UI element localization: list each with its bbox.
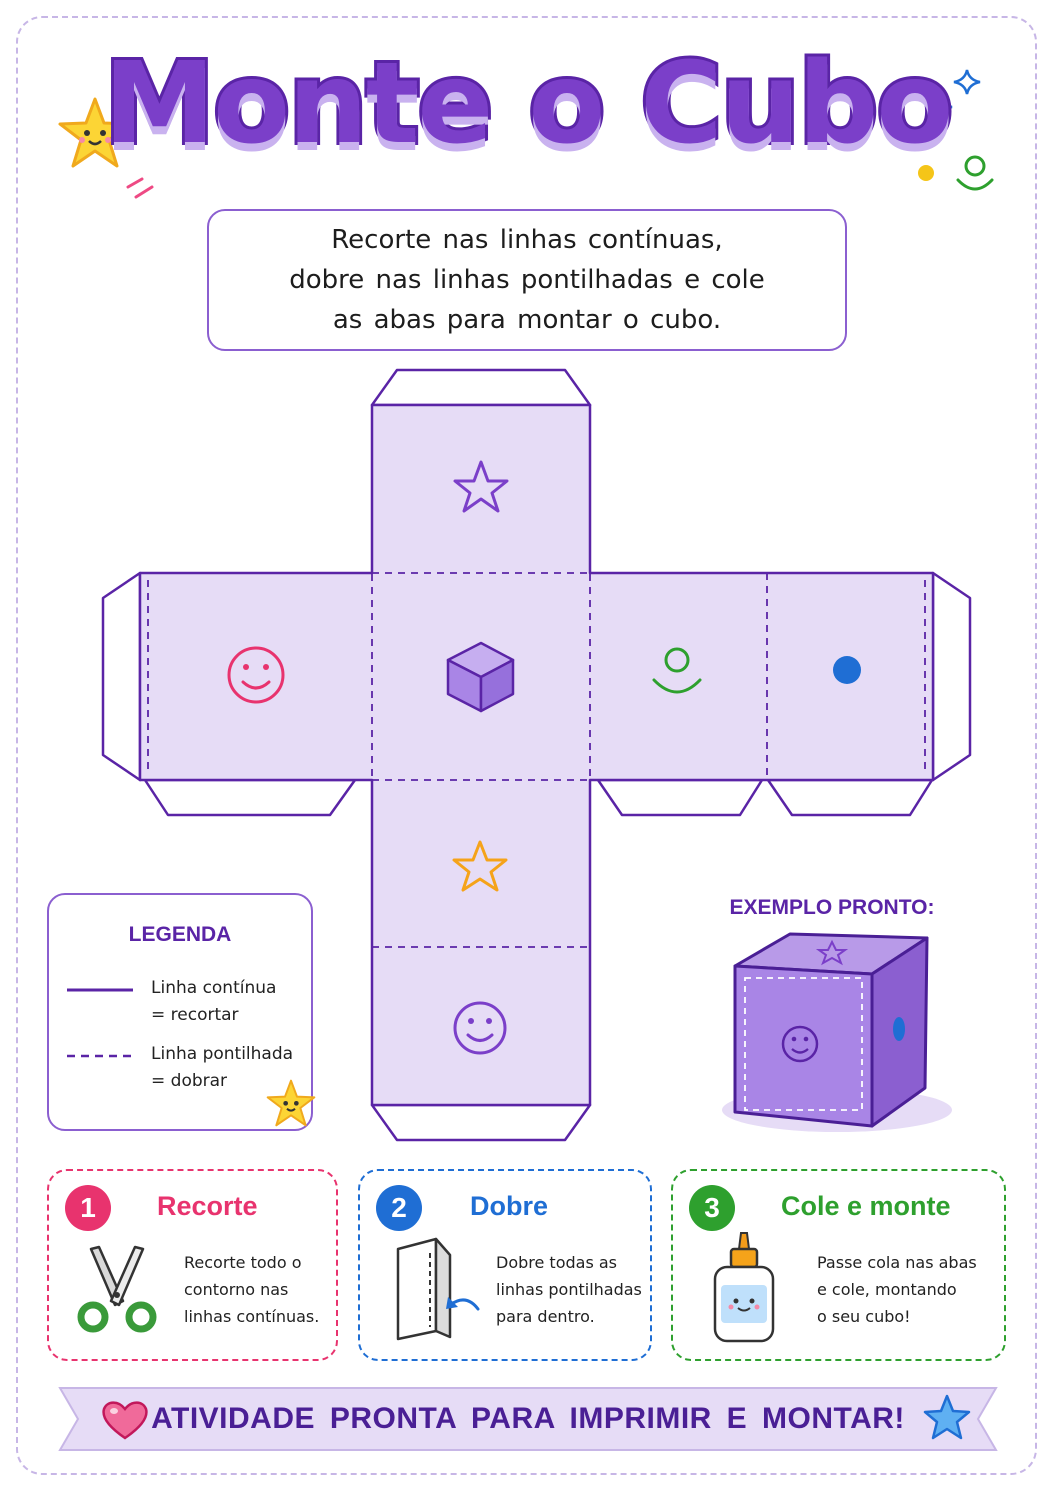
step-1-number: 1 bbox=[65, 1185, 111, 1231]
instructions-box: Recorte nas linhas contínuas, dobre nas … bbox=[207, 209, 847, 351]
face-bottom-column bbox=[372, 780, 590, 1105]
step-2-line2: linhas pontilhadas bbox=[496, 1280, 642, 1299]
step-2-number: 2 bbox=[376, 1185, 422, 1231]
smiling-star-icon bbox=[58, 97, 132, 168]
legend-dashed-line2: = dobrar bbox=[151, 1071, 228, 1091]
step-3-number: 3 bbox=[689, 1185, 735, 1231]
instructions-line-3: as abas para montar o cubo. bbox=[332, 305, 722, 335]
assembled-cube-icon bbox=[722, 932, 952, 1132]
yellow-dot-icon bbox=[918, 165, 934, 181]
cube-icon bbox=[446, 641, 515, 713]
page-border bbox=[16, 16, 1037, 1475]
star-outline-icon bbox=[453, 460, 509, 513]
legend-title: LEGENDA bbox=[128, 923, 232, 946]
blue-star-icon bbox=[923, 1394, 971, 1440]
step-1-description: Recorte todo o contorno nas linhas contí… bbox=[184, 1249, 319, 1330]
instructions-line-1: Recorte nas linhas contínuas, bbox=[331, 225, 723, 255]
step-3-line2: e cole, montando bbox=[817, 1280, 957, 1299]
legend-solid-line1: Linha contínua bbox=[151, 978, 277, 998]
legend-solid-row: Linha contínua = recortar bbox=[67, 975, 276, 1029]
step-2-title: Dobre bbox=[470, 1191, 549, 1221]
step-3-title: Cole e monte bbox=[781, 1191, 951, 1221]
step-2-line1: Dobre todas as bbox=[496, 1253, 618, 1272]
step-2-description: Dobre todas as linhas pontilhadas para d… bbox=[496, 1249, 642, 1330]
smiley-icon bbox=[453, 1001, 507, 1055]
step-3-description: Passe cola nas abas e cole, montando o s… bbox=[817, 1249, 977, 1330]
cut-outline bbox=[138, 403, 935, 1107]
face-top bbox=[372, 405, 590, 573]
folded-paper-icon bbox=[396, 1237, 480, 1341]
bottom-banner bbox=[58, 1387, 998, 1451]
step-1-line1: Recorte todo o bbox=[184, 1253, 302, 1272]
step-3-card: 3 Cole e monte Passe cola nas abas e col… bbox=[671, 1169, 1006, 1361]
solid-line-icon bbox=[67, 988, 133, 992]
tab-bottom bbox=[370, 1103, 592, 1142]
tab-top bbox=[370, 368, 592, 407]
legend-box: LEGENDA Linha contínua = recortar Linha … bbox=[47, 893, 313, 1131]
instructions-line-2: dobre nas linhas pontilhadas e cole bbox=[289, 265, 765, 295]
sparkle-icon bbox=[927, 69, 981, 121]
legend-dashed-line1: Linha pontilhada bbox=[151, 1044, 294, 1064]
example-title: EXEMPLO PRONTO: bbox=[729, 896, 935, 919]
star-outline-icon bbox=[452, 840, 508, 892]
legend-solid-line2: = recortar bbox=[151, 1005, 239, 1025]
smiley-icon bbox=[227, 646, 285, 704]
step-2-card: 2 Dobre Dobre todas as linhas pontilhada… bbox=[358, 1169, 652, 1361]
heart-icon bbox=[102, 1401, 148, 1440]
tab-bottom-right-1 bbox=[596, 778, 764, 817]
instructions-text: Recorte nas linhas contínuas, dobre nas … bbox=[289, 220, 765, 340]
one-dot-smile-icon bbox=[652, 647, 702, 694]
legend-dashed-row: Linha pontilhada = dobrar bbox=[67, 1041, 293, 1095]
step-2-line3: para dentro. bbox=[496, 1307, 595, 1326]
dot-icon bbox=[833, 656, 861, 684]
tab-bottom-right-2 bbox=[766, 778, 934, 817]
dot-decoration-icon bbox=[123, 68, 139, 84]
banner-text: ATIVIDADE PRONTA PARA IMPRIMIR E MONTAR! bbox=[151, 1402, 905, 1435]
step-3-line1: Passe cola nas abas bbox=[817, 1253, 977, 1272]
step-1-line2: contorno nas bbox=[184, 1280, 289, 1299]
step-1-title: Recorte bbox=[157, 1191, 258, 1221]
dash-decoration-icon bbox=[126, 177, 154, 199]
page-title: Monte o Cubo bbox=[101, 39, 957, 169]
tab-right bbox=[931, 571, 972, 782]
step-1-card: 1 Recorte Recorte todo o contorno nas li… bbox=[47, 1169, 338, 1361]
step-1-line3: linhas contínuas. bbox=[184, 1307, 320, 1326]
smiling-star-icon bbox=[266, 1079, 316, 1127]
glue-bottle-icon bbox=[713, 1232, 775, 1343]
one-dot-smile-decoration-icon bbox=[956, 155, 994, 191]
tab-bottom-left bbox=[143, 778, 357, 817]
scissors-icon bbox=[77, 1245, 157, 1333]
dashed-line-icon bbox=[67, 1054, 133, 1058]
face-middle-row bbox=[140, 573, 933, 780]
step-3-line3: o seu cubo! bbox=[817, 1307, 911, 1326]
tab-left bbox=[101, 571, 142, 782]
